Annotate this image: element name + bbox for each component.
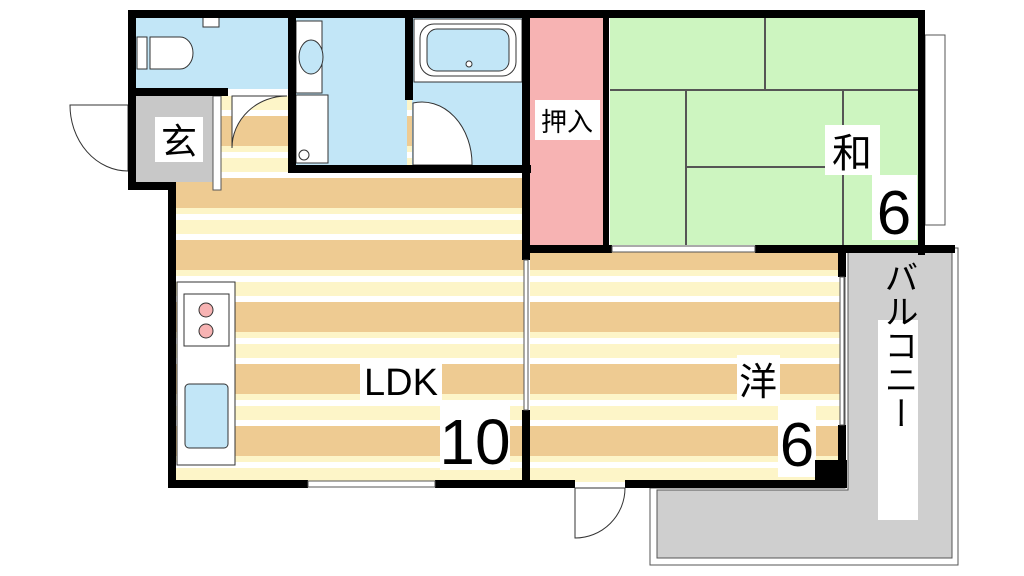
bathroom	[412, 17, 524, 166]
kitchen-counter	[176, 281, 236, 466]
ldk-western-sliding-door[interactable]	[523, 259, 529, 411]
entrance-door[interactable]	[69, 104, 129, 172]
japanese-room-size: 6	[877, 179, 911, 248]
kitchen-sink-icon	[184, 383, 229, 449]
washroom	[295, 17, 407, 165]
closet: 押入	[530, 17, 604, 245]
toilet-room	[135, 16, 290, 89]
bath-door[interactable]	[412, 101, 473, 166]
washroom-door[interactable]	[231, 95, 288, 149]
sliding-doors	[307, 245, 845, 488]
ldk-size: 10	[439, 406, 510, 478]
sink-icon	[298, 39, 324, 75]
ldk-label: LDK	[364, 362, 438, 404]
toilet-icon	[136, 36, 194, 70]
western-room-label: 洋	[739, 360, 777, 404]
walls	[128, 10, 955, 488]
japanese-room: 和 6	[610, 17, 946, 248]
western-room-size: 6	[780, 411, 814, 480]
closet-label: 押入	[541, 108, 593, 138]
entrance: 玄	[69, 95, 288, 191]
entrance-label: 玄	[161, 122, 197, 163]
bathtub-icon	[426, 28, 510, 72]
western-room-door[interactable]	[574, 487, 626, 539]
balcony-label: バルコニー	[878, 260, 918, 430]
japanese-western-sliding-door[interactable]	[611, 245, 756, 253]
japanese-room-window	[924, 34, 946, 226]
japanese-room-label: 和	[832, 131, 872, 177]
drain-icon	[298, 149, 310, 161]
balcony: バルコニー	[649, 247, 959, 566]
ldk-window[interactable]	[307, 480, 436, 488]
western-room-window[interactable]	[839, 276, 845, 426]
